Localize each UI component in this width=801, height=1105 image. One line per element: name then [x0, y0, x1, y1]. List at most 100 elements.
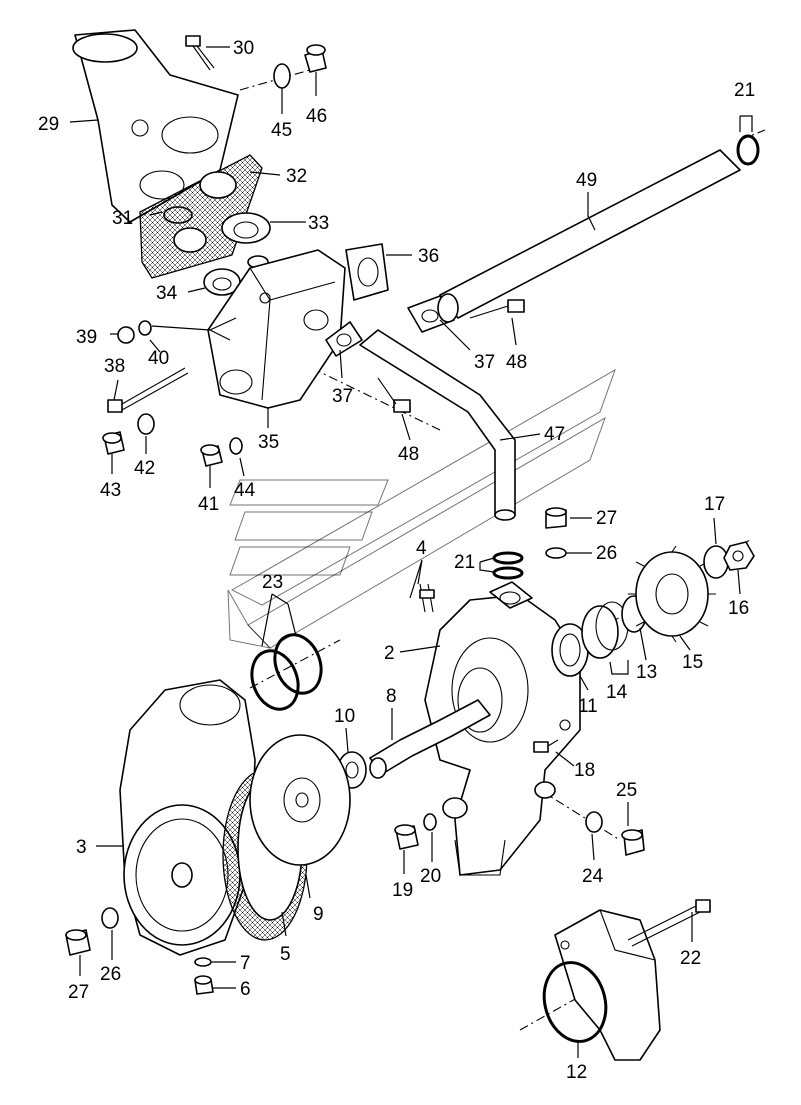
pump-housing-2 [424, 581, 581, 876]
washer-24 [585, 811, 603, 833]
impeller-9 [249, 734, 351, 866]
callout-40: 40 [148, 348, 169, 369]
pipe-47 [359, 329, 516, 521]
callout-25: 25 [616, 780, 637, 801]
callout-10: 10 [334, 706, 355, 727]
plug-25 [621, 829, 645, 856]
callout-7: 7 [240, 953, 251, 974]
bolt-22 [627, 899, 711, 947]
gasket-36 [345, 243, 389, 301]
callout-11: 11 [578, 696, 598, 717]
callout-20: 20 [420, 866, 441, 887]
callout-19: 19 [392, 880, 413, 901]
callout-14: 14 [606, 682, 628, 703]
washer-17 [703, 545, 729, 579]
callout-5: 5 [280, 944, 291, 965]
callout-4: 4 [416, 538, 427, 559]
callout-34: 34 [156, 283, 178, 304]
callout-48: 48 [506, 352, 527, 373]
callout-29: 29 [38, 114, 59, 135]
washer-45 [273, 63, 291, 89]
washer-7 [194, 957, 212, 967]
callout-15: 15 [682, 652, 703, 673]
callout-26: 26 [100, 964, 121, 985]
callout-46: 46 [306, 106, 327, 127]
flange-gasket-37-lower [325, 321, 363, 357]
pipe-49 [437, 149, 741, 323]
callout-21: 21 [454, 552, 475, 573]
callout-24: 24 [582, 866, 604, 887]
washer-26-upper [545, 547, 567, 559]
plug-39 [117, 326, 135, 344]
bolt-6 [194, 975, 214, 995]
callout-13: 13 [636, 662, 657, 683]
washer-20 [423, 813, 437, 831]
callout-27: 27 [68, 982, 89, 1003]
leader-lines [69, 46, 753, 1058]
callout-30: 30 [233, 38, 254, 59]
washer-42 [137, 413, 155, 435]
o-ring-21-middle-b [492, 566, 524, 580]
plug-27-lower [65, 929, 91, 956]
callout-3: 3 [76, 837, 87, 858]
callout-36: 36 [418, 246, 439, 267]
callout-41: 41 [198, 494, 219, 515]
callout-22: 22 [680, 948, 701, 969]
callout-32: 32 [286, 166, 307, 187]
bolt-48-lower [377, 377, 411, 413]
plug-27-upper [545, 507, 567, 529]
callout-37: 37 [332, 386, 353, 407]
callout-45: 45 [271, 120, 292, 141]
callout-33: 33 [308, 213, 329, 234]
callout-43: 43 [100, 480, 121, 501]
callout-6: 6 [240, 979, 251, 1000]
o-ring-21-middle-a [492, 551, 524, 565]
callout-16: 16 [728, 598, 749, 619]
callout-26: 26 [596, 543, 617, 564]
callout-23: 23 [262, 572, 283, 593]
shaft-8 [369, 699, 491, 779]
stud-4 [419, 583, 435, 613]
watermark-logo [227, 368, 616, 649]
bolt-30 [185, 35, 215, 71]
callout-38: 38 [104, 356, 125, 377]
callout-42: 42 [134, 458, 155, 479]
callout-31: 31 [112, 208, 133, 229]
callout-35: 35 [258, 432, 279, 453]
thermostat-34 [203, 268, 241, 296]
plug-43 [102, 431, 125, 455]
callout-48: 48 [398, 444, 419, 465]
callout-39: 39 [76, 327, 97, 348]
nut-16 [723, 541, 755, 571]
o-ring-12 [542, 961, 608, 1043]
plug-19 [394, 824, 419, 850]
callout-17: 17 [704, 494, 725, 515]
callout-21: 21 [734, 80, 755, 101]
bracket [554, 909, 661, 1061]
o-ring-21-upper [736, 134, 760, 166]
callout-8: 8 [386, 686, 397, 707]
o-ring-23-b [273, 633, 323, 695]
bolt-18 [533, 739, 559, 753]
bolt-48-upper [469, 299, 525, 319]
washer-26-lower [101, 907, 119, 929]
seal-11 [551, 623, 589, 677]
gear-15 [628, 545, 716, 643]
callout-18: 18 [574, 760, 595, 781]
plug-41 [200, 444, 223, 467]
washer-40 [138, 320, 152, 336]
callout-27: 27 [596, 508, 617, 529]
callout-9: 9 [313, 904, 324, 925]
callout-47: 47 [544, 424, 565, 445]
seal-14 [581, 601, 629, 659]
washer-44 [229, 437, 243, 455]
callout-44: 44 [234, 480, 256, 501]
o-ring-23-a [250, 649, 300, 711]
long-bolt-38 [107, 367, 189, 413]
callout-2: 2 [384, 643, 395, 664]
callout-labels: 30 46 29 45 21 32 49 33 31 36 34 39 40 3… [38, 38, 755, 1083]
plug-46 [304, 44, 327, 73]
callout-12: 12 [566, 1062, 587, 1083]
callout-49: 49 [576, 170, 597, 191]
